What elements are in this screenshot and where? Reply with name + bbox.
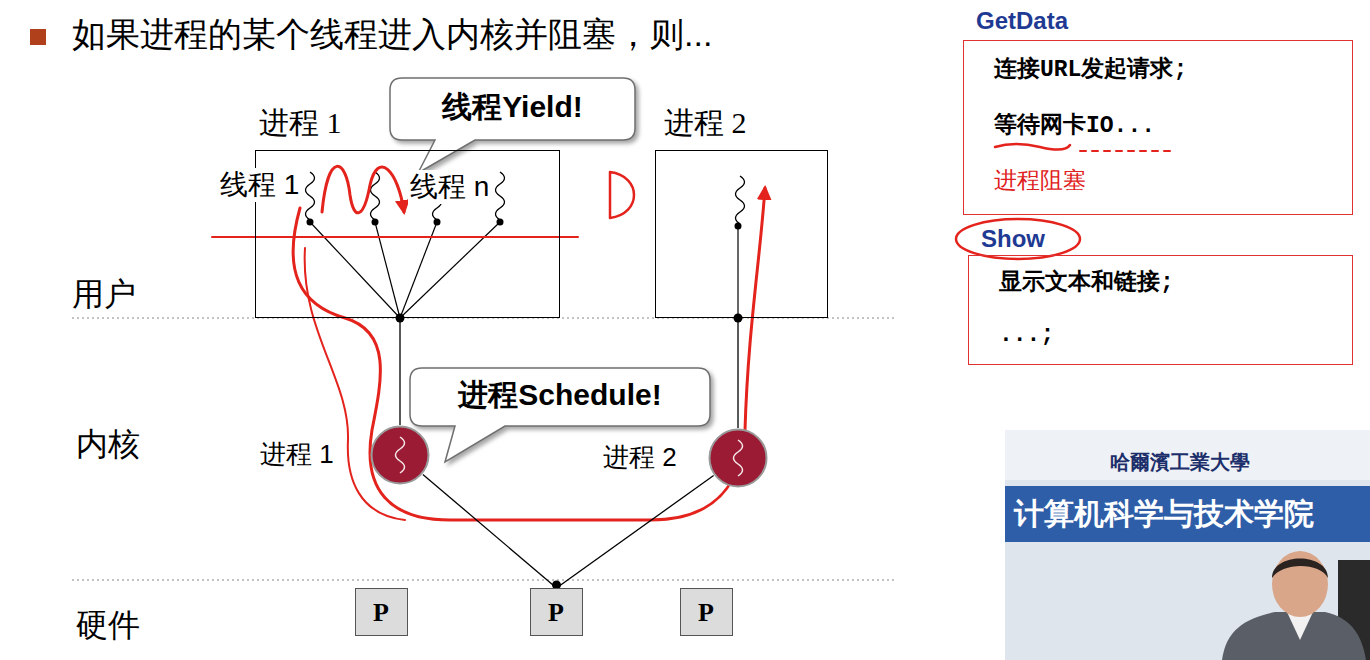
callout-text: 线程Yield! — [442, 89, 583, 125]
thread-squiggle — [306, 172, 315, 220]
annotation-underline — [995, 144, 1070, 150]
code-line: ...; — [999, 322, 1054, 350]
thread-squiggle — [736, 176, 745, 224]
layer-label: 内核 — [76, 425, 140, 463]
kernel-process-label: 进程 2 — [603, 442, 677, 473]
code-line: 进程阻塞 — [994, 169, 1086, 197]
kernel-process-circle: 进程 1 — [370, 425, 430, 485]
photo-ground — [1005, 430, 1370, 660]
annotation-line — [212, 236, 578, 238]
thread-squiggle — [396, 437, 405, 473]
yield-arrow — [322, 166, 404, 213]
code-box: Show显示文本和链接;...; — [968, 255, 1353, 365]
processor-label: P — [373, 597, 389, 628]
code-line: 显示文本和链接; — [999, 270, 1174, 298]
annotation-ellipse — [956, 219, 1080, 259]
junction-dot — [372, 219, 379, 226]
junction-dots — [307, 219, 743, 590]
junction-dot — [497, 219, 504, 226]
thread-wire — [737, 226, 738, 318]
junction-dot — [307, 219, 314, 226]
processor-box: P — [530, 588, 583, 636]
slide-title: 如果进程的某个线程进入内核并阻塞，则... — [72, 14, 712, 55]
kernel-process-label: 进程 1 — [260, 439, 334, 470]
photo-logo-text: 哈爾濱工業大學 — [1110, 450, 1250, 474]
junction-dot — [735, 223, 742, 230]
process-box: 进程 2 — [655, 150, 828, 318]
process-heading: 进程 1 — [259, 105, 342, 141]
kernel-circle — [372, 427, 429, 484]
photo-head — [1272, 551, 1328, 617]
kernel-process-circle: 进程 2 — [708, 428, 768, 488]
code-line: 等待网卡IO... — [994, 113, 1155, 141]
processor-label: P — [698, 597, 714, 628]
thread-label: 线程 1 — [218, 168, 301, 202]
photo-suit — [1222, 612, 1366, 660]
layer-label: 用户 — [72, 275, 136, 313]
connector-line — [737, 318, 738, 428]
lecturer-photo — [1005, 430, 1370, 660]
photo-banner — [1005, 486, 1370, 542]
thread-label: 线程 n — [408, 170, 491, 204]
photo-hair — [1272, 559, 1328, 579]
photo-wall — [1005, 430, 1370, 480]
kernel-circle — [708, 428, 768, 488]
title-bullet — [30, 29, 46, 45]
annotation-bracket — [610, 172, 634, 218]
schedule-arrow — [293, 188, 765, 520]
code-box: GetData连接URL发起请求;等待网卡IO...进程阻塞 — [963, 40, 1353, 215]
bubble-outline — [390, 78, 635, 173]
kernel-circle — [710, 430, 767, 487]
thread-squiggle — [496, 172, 505, 220]
callout-bubble: 线程Yield! — [390, 78, 635, 140]
processor-box: P — [355, 588, 408, 636]
kernel-circle — [370, 425, 430, 485]
layer-label: 硬件 — [76, 606, 140, 644]
photo-banner-text: 计算机科学与技术学院 — [1014, 496, 1314, 532]
junction-dot — [434, 219, 441, 226]
connector-line — [423, 474, 557, 588]
callout-text: 进程Schedule! — [458, 377, 661, 413]
connector-line — [557, 475, 714, 588]
processor-label: P — [548, 597, 564, 628]
kernel-hardware-boundary — [72, 579, 895, 580]
function-name: GetData — [976, 7, 1068, 36]
callout-bubble: 进程Schedule! — [410, 368, 710, 426]
process-heading: 进程 2 — [664, 105, 747, 141]
code-line: 连接URL发起请求; — [994, 57, 1187, 85]
connector-line — [399, 318, 400, 425]
annotation-underline — [1080, 150, 1175, 152]
processor-box: P — [680, 588, 733, 636]
thread-squiggle — [734, 440, 743, 476]
function-name: Show — [981, 225, 1045, 254]
